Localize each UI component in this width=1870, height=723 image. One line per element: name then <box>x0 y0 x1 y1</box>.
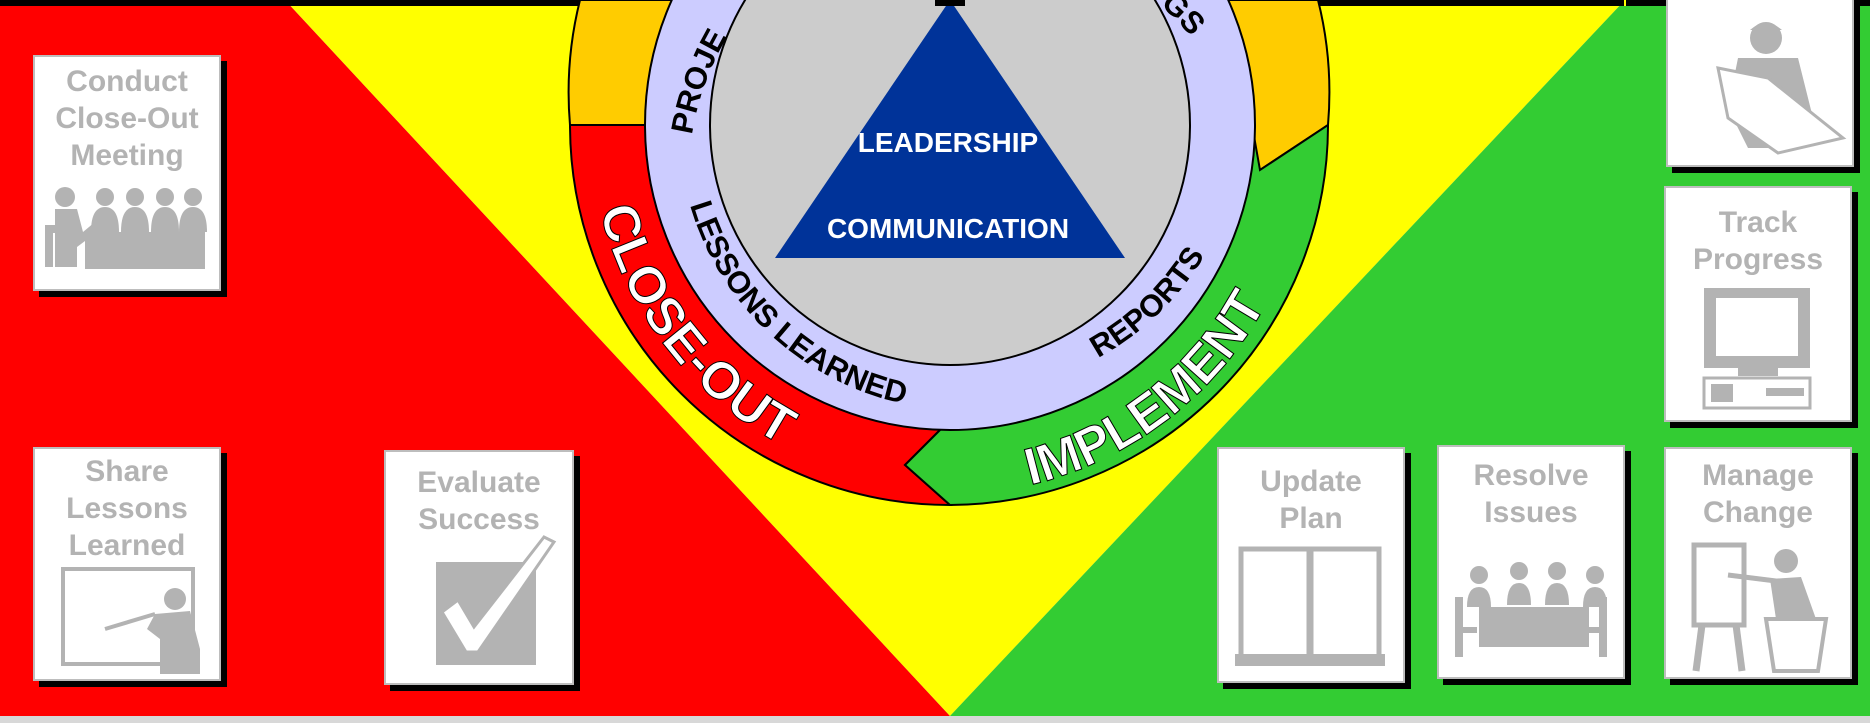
computer-icon <box>1702 288 1812 410</box>
leadership-triangle <box>775 0 1125 258</box>
card-label: Manage Change <box>1702 459 1814 529</box>
easel-presenter-icon <box>1691 542 1829 673</box>
implement-band <box>950 0 1870 716</box>
card-label: Share Lessons Learned <box>66 455 188 562</box>
checkmark-icon <box>436 535 557 665</box>
card-share-lessons-learned: Share Lessons Learned <box>33 447 221 681</box>
card-resolve-issues: Resolve Issues <box>1437 445 1625 679</box>
card-label: Resolve Issues <box>1473 459 1589 529</box>
card-conduct-closeout-meeting: Conduct Close-Out Meeting <box>33 55 221 291</box>
card-label: Track Progress <box>1692 206 1824 276</box>
triangle-label-leadership: LEADERSHIP <box>858 127 1038 158</box>
card-worker-blueprint <box>1666 0 1854 167</box>
worker-blueprint-icon <box>1716 22 1847 155</box>
triangle-label-communication: COMMUNICATION <box>827 213 1069 244</box>
card-evaluate-success: Evaluate Success <box>384 450 574 685</box>
presenter-icon <box>61 567 200 674</box>
ring-label-gs: GS <box>1155 0 1212 42</box>
open-book-icon <box>1235 546 1385 666</box>
card-track-progress: Track Progress <box>1664 186 1852 422</box>
card-manage-change: Manage Change <box>1664 447 1852 679</box>
card-update-plan: Update Plan <box>1217 447 1405 683</box>
ring-label-proje: PROJE <box>664 23 733 136</box>
card-label: Conduct Close-Out Meeting <box>55 65 199 172</box>
card-label: Evaluate Success <box>417 466 541 536</box>
meeting-icon <box>45 187 207 269</box>
closeout-band <box>0 0 950 716</box>
card-label: Update Plan <box>1260 465 1362 535</box>
conference-table-icon <box>1455 562 1607 657</box>
